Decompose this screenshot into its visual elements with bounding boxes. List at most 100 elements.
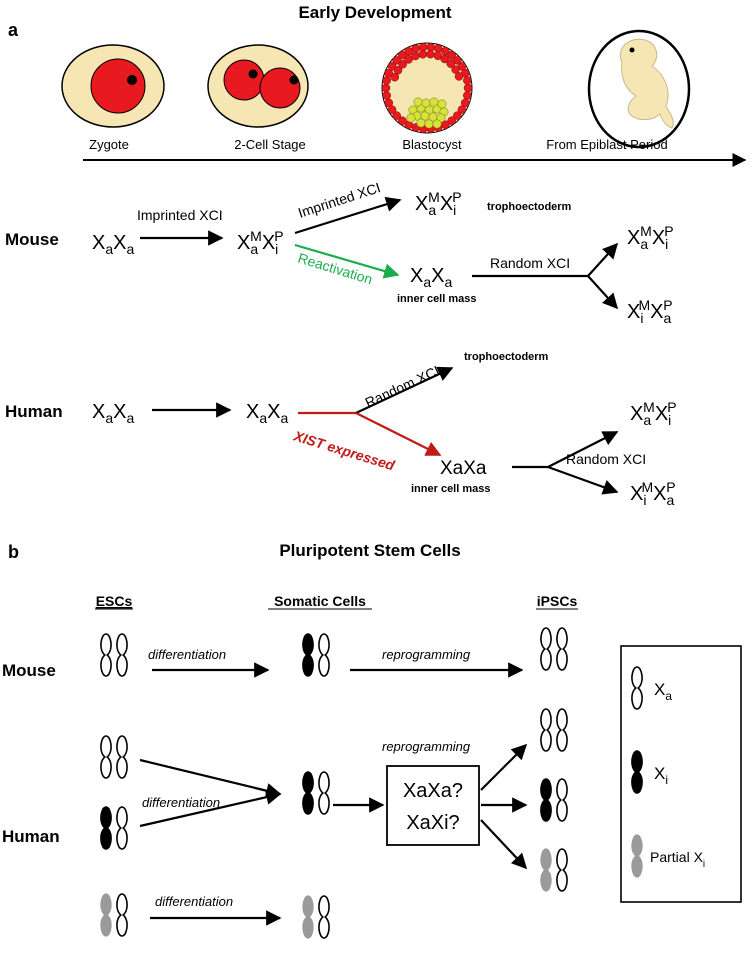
trophoblast-cell [460, 98, 470, 108]
legend-xa-label: Xa [654, 680, 672, 703]
ipsc-arrow-1 [480, 743, 528, 791]
human-arrow-upper [355, 366, 454, 414]
box-line-xaxi: XaXi? [406, 812, 459, 834]
human-differentiation-label: differentiation [142, 795, 220, 810]
panel-a-label: a [8, 20, 19, 40]
human-branch-up [547, 431, 619, 468]
human-icm-label: inner cell mass [411, 483, 491, 495]
box-line-xaxa: XaXa? [403, 780, 463, 802]
ipsc-arrow-3 [480, 819, 528, 870]
mouse-random-xci-label: Random XCI [490, 255, 570, 271]
inner-cell-mass-cell [429, 97, 439, 107]
mouse-icm-genotype: XaXa [410, 265, 452, 290]
trophoblast-cell [433, 44, 443, 53]
human-somatic-chromosomes-partial [302, 895, 330, 939]
trophoblast-cell [392, 56, 401, 65]
trophoblast-cell [390, 72, 400, 82]
trophoblast-cell [447, 51, 456, 60]
col-header-ipscs: iPSCs [537, 593, 578, 609]
mouse-reprogramming-label: reprogramming [382, 647, 471, 662]
panel-b-label: b [8, 542, 19, 562]
mouse-arrow-upper [294, 196, 402, 235]
mouse-reactivation-label: Reactivation [296, 250, 374, 288]
human-reprogramming-label: reprogramming [382, 739, 471, 754]
trophoblast-cell [387, 105, 397, 114]
trophoblast-cell [398, 60, 407, 69]
trophoblast-cell [426, 49, 435, 59]
inner-cell-mass-cell [413, 97, 423, 107]
trophoblast-cell [457, 105, 467, 114]
human-start-genotype: XaXa [92, 401, 134, 426]
trophoblast-cell [404, 47, 413, 56]
trophoblast-cell [381, 83, 391, 93]
trophoblast-cell [447, 116, 456, 125]
human-partial-differentiation-label: differentiation [155, 894, 233, 909]
mouse-imprinted-xci-label: Imprinted XCI [137, 207, 223, 223]
two-cell-illustration [207, 44, 309, 128]
human-row-label: Human [5, 402, 63, 421]
human-esc-chromosomes-1 [100, 735, 128, 779]
human-esc-chromosomes-3 [100, 893, 128, 937]
trophoblast-cell [404, 55, 413, 64]
trophoblast-cell [418, 50, 428, 59]
trophoblast-cell [453, 111, 462, 120]
trophoblast-cell [393, 66, 403, 75]
human-diff-arrow-1 [139, 758, 282, 799]
legend-xi-label: Xi [654, 764, 668, 787]
mouse-ipsc-chromosomes [540, 627, 568, 671]
inner-cell-mass-cell [424, 119, 434, 129]
trophoblast-cell [463, 76, 472, 85]
blastocyst-illustration [381, 42, 473, 134]
trophoblast-cell [411, 44, 421, 53]
trophoblast-cell [384, 68, 394, 78]
human-random-xci-upper-label: Random XCI [363, 362, 442, 410]
trophoblast-cell [451, 65, 460, 74]
trophoblast-cell [433, 51, 443, 61]
stage-label-blastocyst: Blastocyst [402, 137, 462, 152]
trophoblast-cell [384, 98, 394, 108]
mouse-row-label: Mouse [5, 230, 59, 249]
inner-cell-mass-cell [437, 99, 447, 109]
inner-cell-mass-cell [416, 118, 426, 128]
trophoblast-cell [440, 54, 449, 64]
embryo-illustration [587, 29, 691, 149]
human-esc-chromosomes-2 [100, 806, 128, 850]
human-diff-arrow-2 [139, 789, 282, 828]
panel-b-title: Pluripotent Stem Cells [279, 541, 460, 560]
mouse-branch-down [587, 275, 619, 310]
mouse-upper-label: Imprinted XCI [296, 179, 382, 221]
human-arrow-lower [355, 412, 442, 456]
trophoblast-cell [454, 72, 464, 81]
human-mid-genotype: XaXa [246, 401, 288, 426]
mouse-differentiation-label: differentiation [148, 647, 226, 662]
human-out2-genotype: XiMXaP [630, 479, 676, 508]
mouse-arrow-lower [294, 243, 400, 279]
human-out1-genotype: XaMXiP [630, 399, 677, 428]
mouse-esc-chromosomes [100, 633, 128, 677]
human-ipsc-chromosomes-1 [540, 708, 568, 752]
mouse-out2-genotype: XiMXaP [627, 297, 673, 326]
legend-partial-label: Partial Xi [650, 849, 705, 870]
inner-cell-mass-cell [421, 98, 431, 108]
trophoblast-cell [398, 51, 407, 60]
human-xist-label: XIST expressed [291, 427, 397, 473]
human-trophoectoderm-label: trophoectoderm [464, 351, 549, 363]
panel-b-mouse-label: Mouse [2, 661, 56, 680]
mouse-branch-up [587, 242, 619, 277]
human-random-xci-label: Random XCI [566, 451, 646, 467]
trophoblast-cell [411, 51, 420, 61]
mouse-mid-genotype: XaMXiP [237, 228, 284, 257]
mouse-icm-label: inner cell mass [397, 293, 477, 305]
mouse-start-genotype: XaXa [92, 232, 134, 257]
trophoblast-cell [463, 83, 473, 93]
trophoblast-cell [418, 42, 428, 52]
col-header-somatic: Somatic Cells [274, 593, 366, 609]
stage-label-2cell: 2-Cell Stage [234, 137, 306, 152]
mouse-trophoectoderm-label: trophoectoderm [487, 201, 572, 213]
panel-b-human-label: Human [2, 827, 60, 846]
trophoblast-cell [398, 116, 407, 125]
panel-a-title: Early Development [298, 3, 451, 22]
reprogramming-outcome-box [386, 765, 480, 846]
stage-label-epiblast: From Epiblast Period [546, 137, 667, 152]
zygote-illustration [61, 44, 165, 128]
